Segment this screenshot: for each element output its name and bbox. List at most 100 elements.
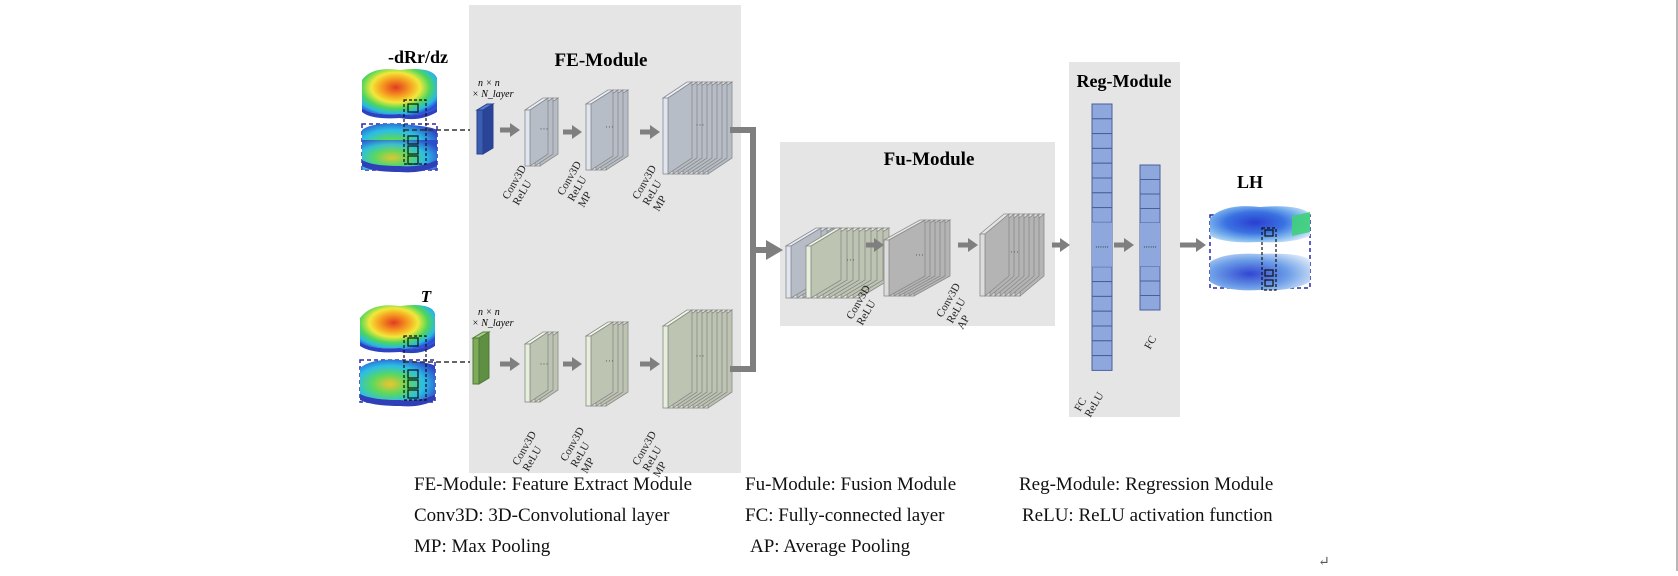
legend-fe-module: FE-Module: Feature Extract Module [414, 474, 693, 495]
fc-column-1-cell [1091, 177, 1113, 194]
flow-arrows [500, 123, 1206, 371]
arrow-fe-bottom-1 [500, 357, 520, 371]
fu-block-1b: ··· [804, 227, 891, 299]
fe-top-block-2-ellipsis: ··· [605, 122, 614, 132]
fc-column-2-cell [1139, 280, 1161, 296]
fe-bottom-block-2-ellipsis: ··· [605, 356, 614, 366]
arrow-fe-bottom-1-head [510, 357, 520, 371]
kernel-block-top [475, 103, 495, 155]
fc-column-1-cell [1091, 133, 1113, 149]
paragraph-mark-icon: ↵ [1318, 555, 1330, 570]
fe-top-block-3-ellipsis: ··· [696, 120, 705, 130]
arrow-fc-1 [1114, 238, 1134, 252]
fe-top-block-1-slab-front [524, 109, 531, 167]
fu-block-2-slab-front [883, 239, 890, 297]
legend-relu: ReLU: ReLU activation function [1022, 505, 1273, 526]
fe-bottom-block-3-ellipsis: ··· [696, 351, 705, 361]
fc-column-2-cell [1139, 266, 1161, 282]
fc-column-1-cell [1091, 325, 1113, 342]
arrow-fe-bottom-2-head [572, 357, 582, 371]
fc-column-2-cell [1139, 164, 1161, 180]
fu-block-1b-ellipsis: ··· [846, 255, 855, 265]
input-label-t: T [421, 287, 432, 306]
fe-bottom-block-3-slab-front [662, 325, 669, 409]
arrow-fu-2 [958, 238, 978, 252]
fe-bottom-block-1-ellipsis: ··· [540, 359, 549, 369]
fe-top-block-3: ··· [661, 81, 734, 175]
fu-block-1b-slab-front [805, 245, 812, 299]
fu-block-3-slab-front [979, 233, 986, 297]
fc-column-1-cell [1091, 355, 1113, 371]
legend-ap: AP: Average Pooling [750, 536, 911, 557]
reg-module-title: Reg-Module [1077, 71, 1172, 91]
output-label-lh: LH [1237, 172, 1263, 192]
fc-column-1-cell [1091, 310, 1113, 327]
fc-column-2-ellipsis: ...... [1143, 240, 1157, 250]
fc-column-2-cell [1139, 193, 1161, 209]
fc-column-1-cell [1091, 147, 1113, 164]
fe-bottom-block-2-slab-front [585, 335, 592, 407]
label-fc-2-line: FC [1142, 334, 1159, 352]
fu-block-2: ··· [882, 219, 952, 297]
fu-block-2-ellipsis: ··· [915, 250, 924, 260]
fe-bottom-block-3: ··· [661, 309, 734, 409]
page-edge-divider [1676, 0, 1678, 571]
fc-column-1: ...... [1091, 103, 1113, 371]
merge-connector [730, 127, 783, 372]
arrow-fu-to-reg [1052, 238, 1070, 252]
fe-top-block-2: ··· [584, 89, 630, 171]
kernel-size-bottom-line2: × N_layer [472, 318, 514, 329]
fe-top-block-3-slab-side [667, 81, 693, 175]
fe-bottom-block-1: ··· [523, 331, 560, 403]
arrow-fu-to-reg-head [1060, 238, 1070, 252]
arrow-reg-to-output [1180, 238, 1206, 252]
fc-column-1-cell [1091, 207, 1113, 223]
fc-column-1-cell [1091, 281, 1113, 297]
input-heatmap-t [359, 305, 470, 407]
legend-conv3d: Conv3D: 3D-Convolutional layer [414, 505, 670, 526]
legend-reg-module: Reg-Module: Regression Module [1019, 474, 1274, 495]
input-heatmap-drr-dz [361, 69, 470, 173]
fe-top-block-2-slab-front [585, 103, 592, 171]
fe-bottom-block-3-slab-side [667, 309, 693, 409]
arrow-fe-top-2-head [572, 125, 582, 139]
fc-column-1-cell [1091, 103, 1113, 120]
fc-column-1-cell [1091, 162, 1113, 179]
arrow-fe-bottom-3 [640, 357, 660, 371]
arrow-fe-top-3 [640, 125, 660, 139]
arrow-fc-1-head [1124, 238, 1134, 252]
fc-column-1-ellipsis: ...... [1095, 240, 1109, 250]
output-heatmap-lh [1209, 206, 1311, 291]
arrow-fu-1-head [874, 238, 884, 252]
fu-module-title: Fu-Module [884, 149, 975, 170]
fc-columns: ............ [1091, 103, 1161, 371]
fe-module-title: FE-Module [555, 50, 648, 71]
fc-column-2: ...... [1139, 164, 1161, 311]
fc-column-2-cell [1139, 208, 1161, 224]
fu-block-3-ellipsis: ··· [1010, 247, 1019, 257]
label-fc-1-line: FC [1072, 396, 1089, 414]
fc-column-2-cell [1139, 179, 1161, 195]
arrow-fu-1 [866, 238, 884, 252]
kernel-block-bottom [471, 331, 491, 385]
fc-column-1-cell [1091, 340, 1113, 357]
label-fe-bottom-2: Conv3DReLUMP [558, 425, 608, 475]
arrow-fe-top-1-head [510, 123, 520, 137]
fe-top-block-3-slab-front [662, 97, 669, 175]
legend-fu-module: Fu-Module: Fusion Module [745, 474, 957, 495]
kernel-size-bottom-line1: n × n [478, 307, 500, 318]
arrow-fe-top-3-head [650, 125, 660, 139]
fc-column-1-cell [1091, 295, 1113, 312]
fc-column-2-gap [1140, 223, 1160, 267]
fe-top-block-1-ellipsis: ··· [540, 124, 549, 134]
fc-column-1-cell [1091, 266, 1113, 283]
fu-block-1a-slab-front [785, 245, 792, 299]
fc-column-1-cell [1091, 192, 1113, 209]
fe-bottom-block-2: ··· [584, 321, 630, 407]
fc-column-2-cell [1139, 295, 1161, 311]
layer-stacks: ······························ [523, 81, 1046, 409]
arrow-fe-bottom-2 [563, 357, 582, 371]
kernel-size-top-line1: n × n [478, 78, 500, 89]
